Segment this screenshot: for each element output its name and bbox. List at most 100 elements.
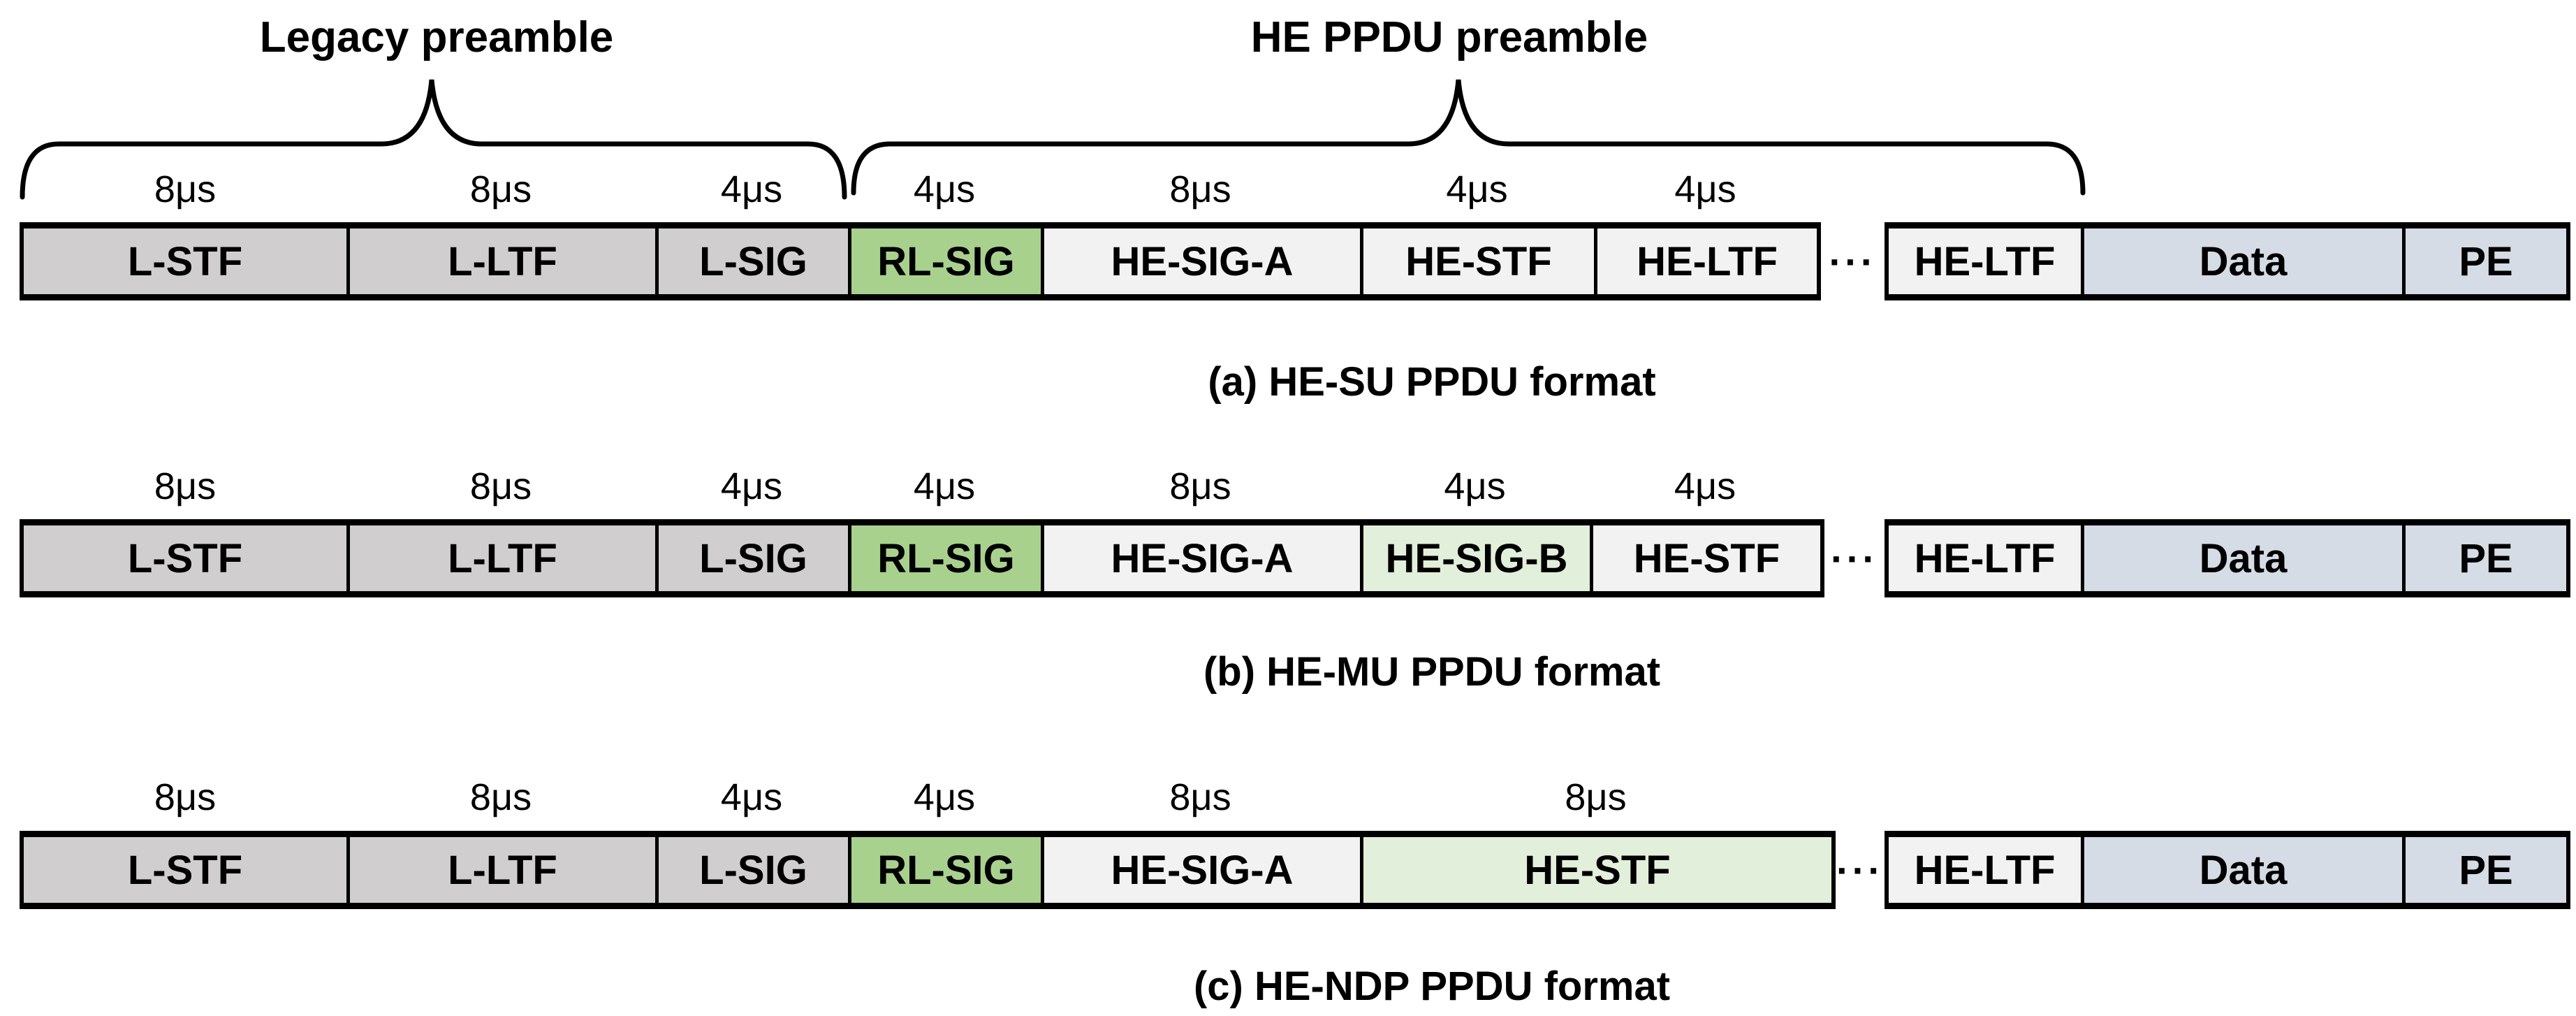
duration-labels-row: 8μs 8μs 4μs 4μs 8μs 4μs 4μs xyxy=(20,459,2570,508)
duration-label: 8μs xyxy=(154,465,217,507)
he-ppdu-preamble-label: HE PPDU preamble xyxy=(1250,13,1648,61)
field-block-label: PE xyxy=(2459,847,2513,893)
preamble-group: L-STF L-LTF L-SIG RL-SIG HE-SIG-A HE-STF HE-LT… xyxy=(20,222,1821,300)
field-block: HE-LTF xyxy=(1889,837,2081,903)
legacy-preamble-label: Legacy preamble xyxy=(259,13,614,61)
field-block: RL-SIG xyxy=(848,228,1041,294)
field-block: RL-SIG xyxy=(848,837,1041,903)
field-block-label: Data xyxy=(2199,238,2288,284)
field-block: HE-LTF xyxy=(1889,228,2081,294)
field-block: L-STF xyxy=(24,228,346,294)
duration-label: 4μs xyxy=(913,168,976,210)
field-block: PE xyxy=(2402,228,2566,294)
field-block-label: HE-SIG-A xyxy=(1111,535,1294,581)
field-block-label: HE-LTF xyxy=(1914,535,2056,581)
field-block-label: Data xyxy=(2199,847,2288,893)
field-block-label: PE xyxy=(2459,238,2513,284)
field-block-label: L-SIG xyxy=(699,535,807,581)
field-block-label: L-SIG xyxy=(699,847,807,893)
field-block-label: HE-STF xyxy=(1633,535,1780,581)
field-block: L-SIG xyxy=(655,837,848,903)
field-block: PE xyxy=(2402,525,2566,591)
field-block: L-STF xyxy=(24,525,346,591)
field-block: L-LTF xyxy=(346,525,655,591)
duration-label: 4μs xyxy=(913,465,976,507)
field-block: HE-SIG-A xyxy=(1041,228,1360,294)
row-caption: (a) HE-SU PPDU format xyxy=(1208,359,1656,405)
duration-label: 4μs xyxy=(1674,465,1736,507)
duration-label: 8μs xyxy=(154,776,217,818)
duration-label: 8μs xyxy=(1565,776,1627,818)
duration-label: 8μs xyxy=(1169,776,1231,818)
field-block-label: L-LTF xyxy=(448,535,557,581)
duration-label: 8μs xyxy=(154,168,217,210)
field-block-label: HE-LTF xyxy=(1914,238,2056,284)
field-block: RL-SIG xyxy=(848,525,1041,591)
preamble-group: L-STF L-LTF L-SIG RL-SIG HE-SIG-A HE-SIG-B HE-… xyxy=(20,519,1824,597)
field-block: HE-SIG-B xyxy=(1360,525,1590,591)
field-block: HE-LTF xyxy=(1889,525,2081,591)
field-block-label: L-LTF xyxy=(448,238,557,284)
field-block: PE xyxy=(2402,837,2566,903)
data-group: HE-LTF Data PE xyxy=(1885,519,2570,597)
field-block-label: HE-STF xyxy=(1524,847,1671,893)
duration-labels-row: 8μs 8μs 4μs 4μs 8μs 4μs 4μs xyxy=(20,162,2570,211)
field-block-label: HE-SIG-A xyxy=(1111,847,1294,893)
duration-label: 4μs xyxy=(720,465,783,507)
field-block-label: L-SIG xyxy=(699,238,807,284)
field-block: HE-STF xyxy=(1360,837,1831,903)
data-group: HE-LTF Data PE xyxy=(1885,831,2570,909)
field-block: HE-STF xyxy=(1360,228,1594,294)
field-block: L-SIG xyxy=(655,525,848,591)
duration-label: 4μs xyxy=(1444,465,1506,507)
duration-label: 8μs xyxy=(469,776,532,818)
field-block-label: RL-SIG xyxy=(877,847,1015,893)
field-block: L-LTF xyxy=(346,837,655,903)
duration-label: 8μs xyxy=(1169,168,1231,210)
field-block-label: L-STF xyxy=(127,238,243,284)
field-block-label: HE-SIG-A xyxy=(1111,238,1294,284)
ellipsis: ··· xyxy=(1831,536,1878,581)
field-block-label: L-LTF xyxy=(448,847,557,893)
field-block: HE-SIG-A xyxy=(1041,837,1360,903)
field-block-label: Data xyxy=(2199,535,2288,581)
duration-label: 4μs xyxy=(720,776,783,818)
field-block-label: PE xyxy=(2459,535,2513,581)
field-block-label: HE-LTF xyxy=(1637,238,1778,284)
field-block: Data xyxy=(2081,228,2402,294)
field-block: HE-STF xyxy=(1590,525,1820,591)
field-block: HE-SIG-A xyxy=(1041,525,1360,591)
duration-label: 4μs xyxy=(720,168,783,210)
legacy-preamble-brace-icon xyxy=(20,79,847,200)
field-block-label: HE-SIG-B xyxy=(1385,535,1568,581)
data-group: HE-LTF Data PE xyxy=(1885,222,2570,300)
field-block: L-SIG xyxy=(655,228,848,294)
field-block-label: RL-SIG xyxy=(877,238,1015,284)
field-block: L-STF xyxy=(24,837,346,903)
duration-label: 8μs xyxy=(469,465,532,507)
duration-label: 8μs xyxy=(1169,465,1231,507)
duration-labels-row: 8μs 8μs 4μs 4μs 8μs 8μs xyxy=(20,770,2570,819)
field-block: L-LTF xyxy=(346,228,655,294)
row-caption: (b) HE-MU PPDU format xyxy=(1203,649,1661,695)
duration-label: 8μs xyxy=(469,168,532,210)
preamble-group: L-STF L-LTF L-SIG RL-SIG HE-SIG-A HE-STF xyxy=(20,831,1836,909)
field-block: Data xyxy=(2081,837,2402,903)
he-ppdu-preamble-brace-icon xyxy=(851,79,2086,196)
field-block-label: HE-STF xyxy=(1405,238,1552,284)
ellipsis: ··· xyxy=(1836,848,1884,892)
field-block-label: HE-LTF xyxy=(1914,847,2056,893)
field-block-label: L-STF xyxy=(127,535,243,581)
frame-bar: L-STF L-LTF L-SIG RL-SIG HE-SIG-A HE-SIG-B HE-… xyxy=(20,519,2570,597)
field-block-label: RL-SIG xyxy=(877,535,1015,581)
duration-label: 4μs xyxy=(1674,168,1736,210)
duration-label: 4μs xyxy=(913,776,976,818)
ellipsis: ··· xyxy=(1829,239,1877,284)
row-caption: (c) HE-NDP PPDU format xyxy=(1193,964,1671,1009)
field-block-label: L-STF xyxy=(127,847,243,893)
duration-label: 4μs xyxy=(1446,168,1508,210)
field-block: HE-LTF xyxy=(1594,228,1817,294)
field-block: Data xyxy=(2081,525,2402,591)
